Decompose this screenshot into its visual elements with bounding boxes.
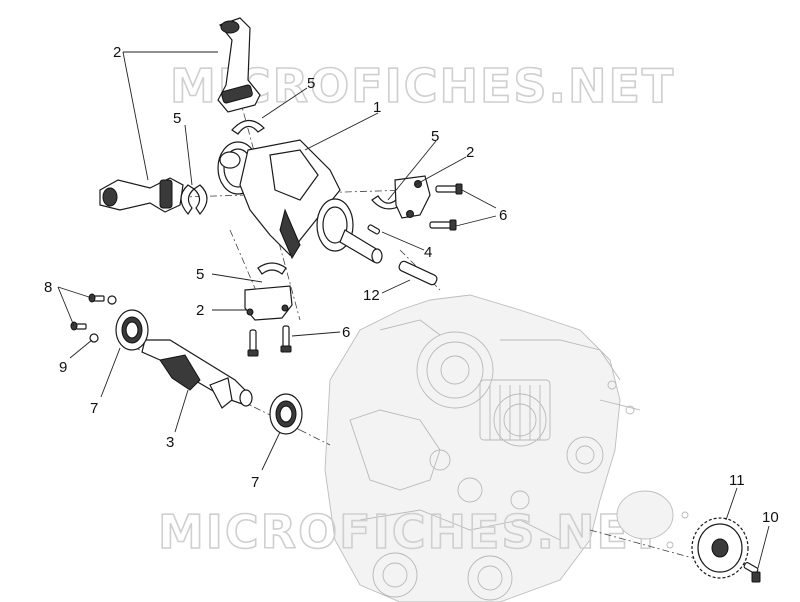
callout-12: 12 xyxy=(363,287,380,304)
callout-6-lower: 6 xyxy=(342,324,350,341)
callout-6-right: 6 xyxy=(499,207,507,224)
watermark-bottom: MICROFICHES.NET xyxy=(158,505,663,559)
connecting-rod-upper xyxy=(217,17,261,113)
callout-5-upper: 5 xyxy=(307,75,315,92)
screws-and-washers xyxy=(70,293,117,343)
callout-9: 9 xyxy=(59,359,67,376)
connecting-rod-left xyxy=(99,177,184,213)
callout-2-right-cap: 2 xyxy=(466,144,474,161)
ball-bearing-right xyxy=(269,393,303,435)
callout-2-upper-rod: 2 xyxy=(113,44,121,61)
callout-2-lower-cap: 2 xyxy=(196,302,204,319)
gear-bolt xyxy=(743,562,761,583)
callout-5-lower: 5 xyxy=(196,266,204,283)
callout-labels: 1 2 2 2 3 4 5 5 5 5 6 6 7 7 8 9 10 11 12 xyxy=(44,44,779,526)
balance-shaft xyxy=(141,339,253,409)
dowel-pin xyxy=(398,260,438,286)
callout-5-right: 5 xyxy=(431,128,439,145)
bearing-cap-right xyxy=(394,175,431,219)
cover-plate xyxy=(616,490,689,549)
callout-11: 11 xyxy=(729,472,745,489)
callout-1: 1 xyxy=(373,99,381,116)
woodruff-key xyxy=(367,224,381,235)
bearing-cap-lower xyxy=(244,285,293,321)
callout-7-left: 7 xyxy=(90,400,98,417)
ball-bearing-left xyxy=(115,309,149,351)
cap-bolts xyxy=(247,183,463,357)
bearing-shells xyxy=(180,119,401,275)
callout-7-right: 7 xyxy=(251,474,259,491)
callout-10: 10 xyxy=(762,509,779,526)
engine-crankcase-ghost xyxy=(324,294,641,602)
callout-8: 8 xyxy=(44,279,52,296)
leader-lines xyxy=(57,51,770,569)
callout-5-left: 5 xyxy=(173,110,181,127)
callout-4: 4 xyxy=(424,244,432,261)
timing-gear xyxy=(691,517,749,579)
crankshaft xyxy=(217,139,383,264)
callout-3: 3 xyxy=(166,434,174,451)
